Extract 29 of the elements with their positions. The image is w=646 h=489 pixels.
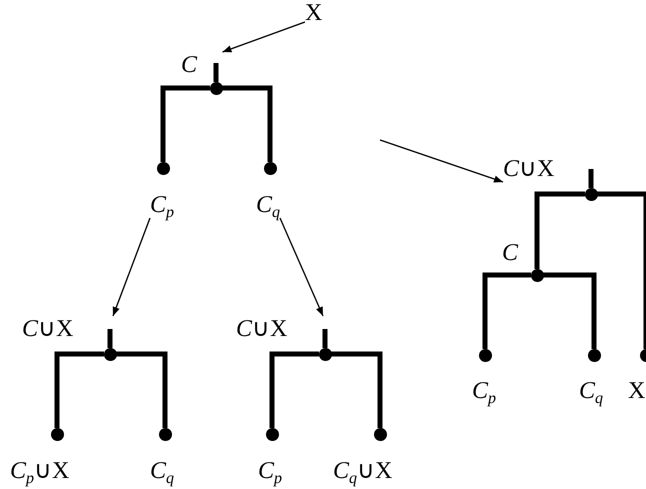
tree-branch <box>54 352 104 428</box>
cluster-label: C∪X <box>236 316 288 342</box>
cluster-label: C$_{q}$∪X <box>333 458 392 484</box>
tree-branch <box>222 86 272 162</box>
tree-branch <box>270 352 319 428</box>
tree-branch <box>597 192 646 349</box>
cluster-label: X <box>628 378 646 404</box>
cluster-label: C$_{q}$ <box>256 192 280 218</box>
arrow <box>222 21 306 53</box>
arrow <box>112 218 151 316</box>
cluster-label: C$_{p}$ <box>472 378 496 404</box>
arrow <box>380 139 504 183</box>
cluster-label: C <box>181 52 198 78</box>
cluster-label: C$_{p}$∪X <box>10 458 70 484</box>
cluster-label: C∪X <box>22 316 74 342</box>
tree-branch <box>534 192 585 269</box>
tree-branch <box>116 352 168 428</box>
cluster-label: X <box>305 0 322 26</box>
tree-branch <box>160 86 210 162</box>
cluster-label: C$_{p}$ <box>150 192 174 218</box>
cluster-label: C$_{q}$ <box>150 458 174 484</box>
tree-branch <box>482 272 531 349</box>
cluster-label: C$_{p}$ <box>258 458 282 484</box>
cluster-label: C <box>502 240 518 266</box>
cluster-label: C∪X <box>503 156 554 182</box>
arrow <box>279 218 324 316</box>
tree-branch <box>543 272 596 349</box>
tree-branch <box>331 352 382 428</box>
cluster-label: C$_{q}$ <box>579 378 604 404</box>
